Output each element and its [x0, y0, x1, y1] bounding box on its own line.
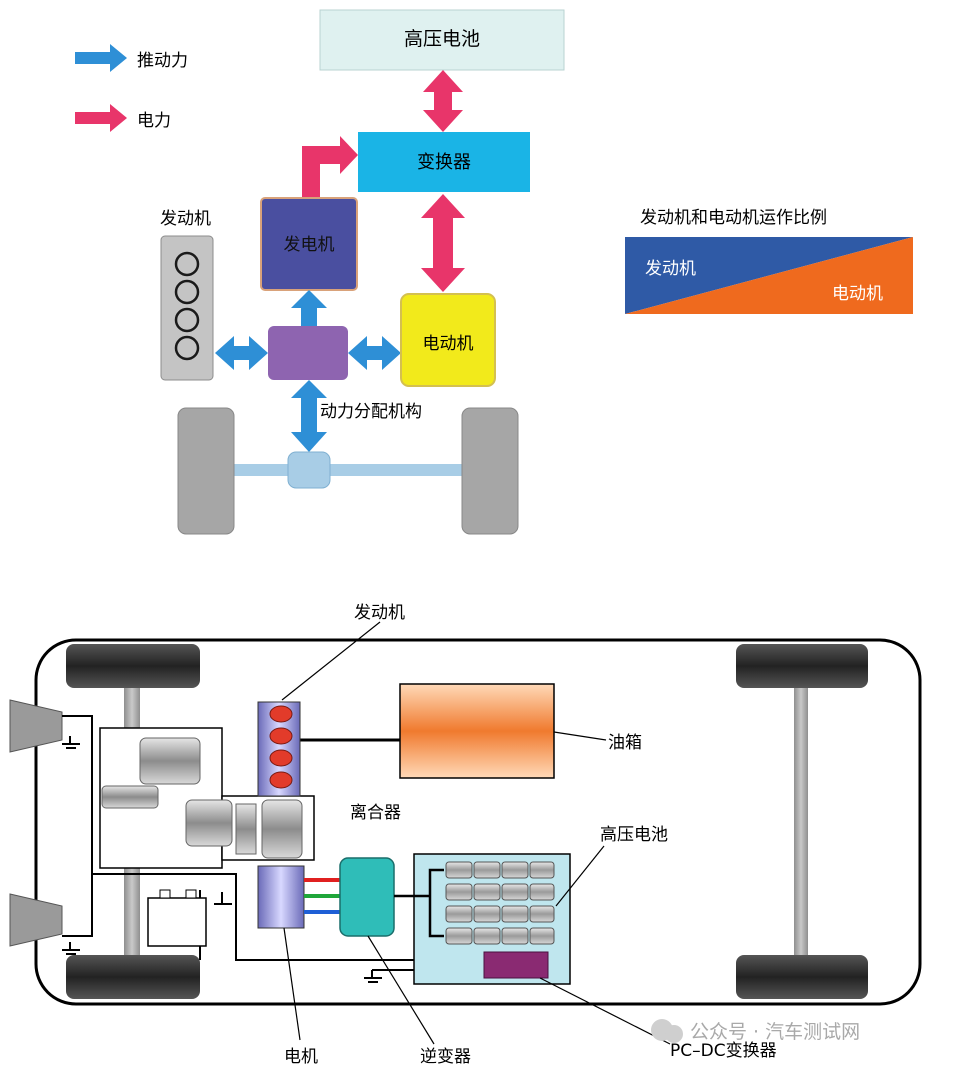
hv-battery-label: 高压电池 — [404, 28, 480, 50]
fuel-tank — [399, 683, 555, 779]
differential — [287, 451, 331, 489]
front-right-tire — [66, 955, 200, 999]
watermark: 公众号 · 汽车测试网 — [651, 1019, 860, 1043]
thrust-double-arrow-icon — [291, 380, 327, 452]
rear-axle — [794, 688, 808, 955]
rear-right-tire — [736, 955, 868, 999]
electric-double-arrow-icon — [423, 70, 463, 132]
battery-cells — [445, 861, 555, 945]
bd-clutch-label: 离合器 — [350, 803, 401, 823]
power-split-device — [268, 326, 348, 380]
front-left-tire — [66, 644, 200, 688]
electric-elbow-arrow-icon — [302, 136, 358, 198]
legend-electric-label: 电力 — [137, 111, 171, 131]
vehicle-body-outline — [34, 638, 922, 1006]
rear-left-tire — [736, 644, 868, 688]
gear-set — [101, 737, 303, 859]
generator-label: 发电机 — [284, 235, 335, 255]
inverter-unit — [339, 857, 395, 937]
bd-inverter-label: 逆变器 — [420, 1047, 471, 1067]
legend: 推动力 电力 — [75, 44, 188, 132]
dcdc-converter-unit — [483, 951, 549, 979]
left-wheel — [177, 407, 235, 535]
engine-label: 发动机 — [160, 209, 211, 229]
bd-dcdc-label: PC–DC变换器 — [670, 1041, 777, 1061]
hv-cables — [304, 878, 340, 914]
power-split-label: 动力分配机构 — [320, 402, 422, 422]
electric-motor-unit — [257, 865, 305, 929]
bd-hv-battery-label: 高压电池 — [600, 825, 668, 845]
battery-bus-wire — [394, 868, 444, 938]
motor-ratio-area — [625, 237, 913, 314]
aux-battery-terminal — [185, 889, 197, 899]
motor-label: 电动机 — [423, 334, 474, 354]
drive-axle — [232, 464, 464, 476]
converter-label: 变换器 — [417, 152, 471, 173]
aux-battery — [147, 897, 207, 947]
ratio-engine-label: 发动机 — [645, 259, 696, 279]
bd-fuel-tank-label: 油箱 — [608, 733, 642, 753]
engine-cylinders — [269, 705, 293, 789]
bd-engine-label: 发动机 — [354, 603, 405, 623]
aux-battery-terminal — [159, 889, 171, 899]
thrust-double-arrow-icon — [215, 336, 268, 370]
left-headlight-icon — [9, 893, 63, 947]
electric-double-arrow-icon — [421, 194, 465, 292]
bd-motor-label: 电机 — [284, 1047, 318, 1067]
left-headlight-icon — [9, 699, 63, 753]
motor-block — [400, 293, 496, 387]
thrust-double-arrow-icon — [348, 336, 401, 370]
electric-arrow-icon — [75, 104, 127, 132]
converter-block — [358, 132, 530, 192]
thrust-up-arrow-icon — [291, 290, 327, 326]
engine-cylinders — [174, 251, 200, 361]
leader-lines — [281, 621, 671, 1045]
right-wheel — [461, 407, 519, 535]
ratio-chart-title: 发动机和电动机运作比例 — [640, 208, 827, 228]
legend-thrust-label: 推动力 — [137, 51, 188, 71]
watermark-text: 公众号 · 汽车测试网 — [690, 1021, 860, 1043]
ground-icon — [62, 736, 382, 983]
hv-battery-block — [319, 9, 565, 71]
ratio-motor-label: 电动机 — [832, 284, 883, 304]
thrust-arrow-icon — [75, 44, 127, 72]
